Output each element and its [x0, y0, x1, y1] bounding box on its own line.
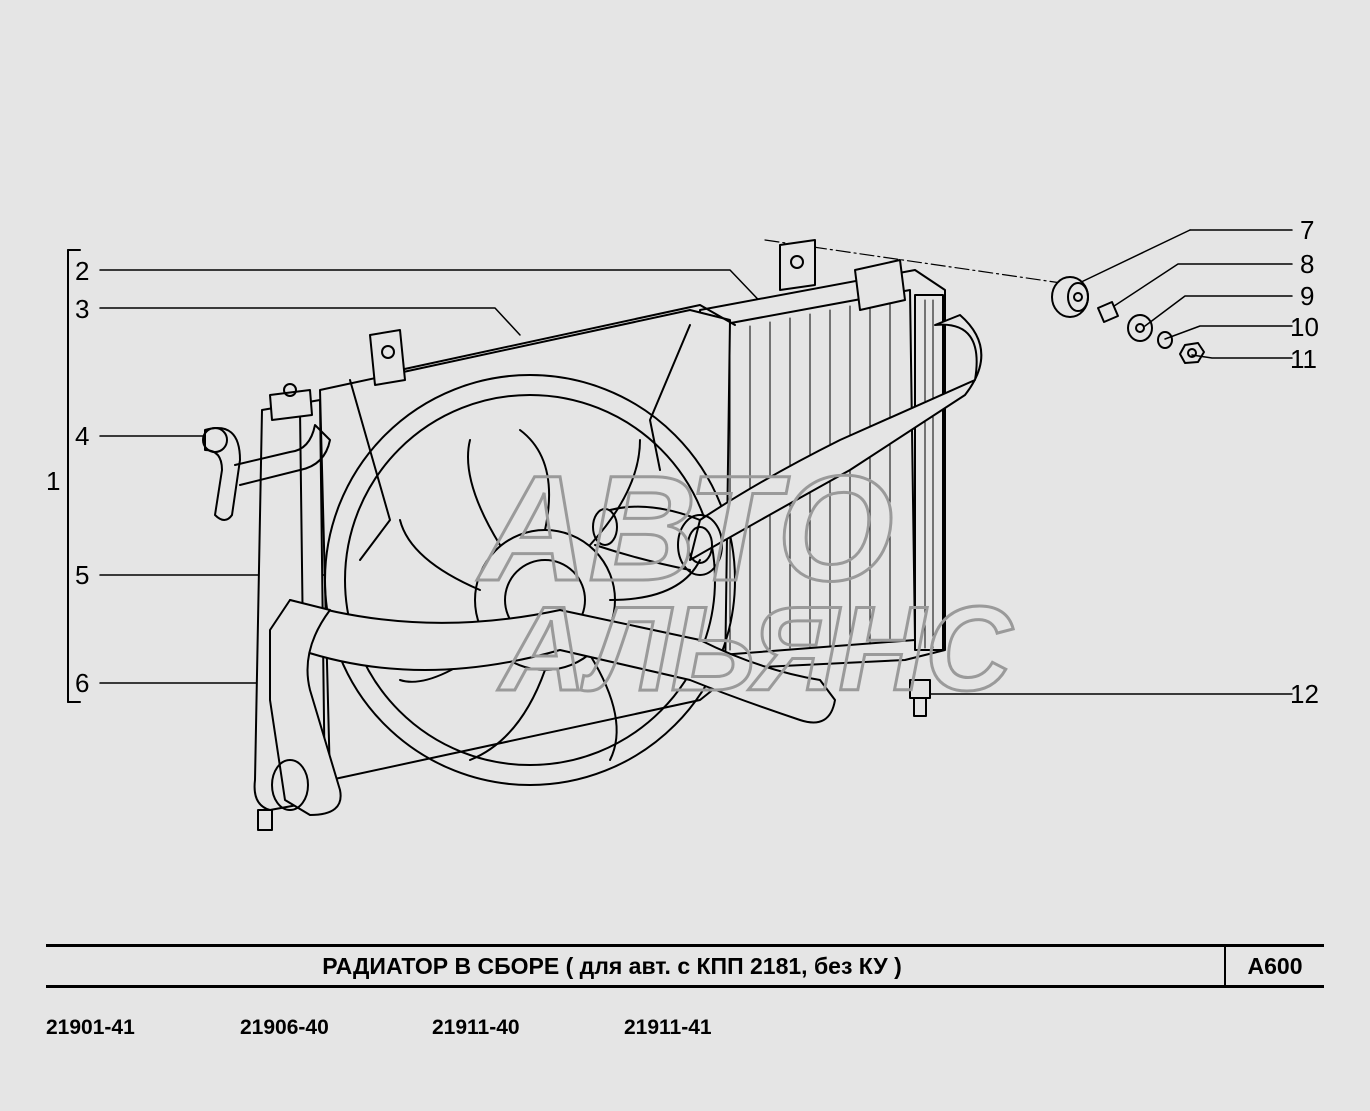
leader-lines — [99, 229, 1293, 695]
title-divider — [1224, 947, 1226, 985]
callout-4: 4 — [75, 421, 90, 451]
model-3: 21911-40 — [432, 1016, 520, 1039]
model-2: 21906-40 — [240, 1016, 329, 1039]
drain-plug — [909, 679, 931, 717]
callout-3: 3 — [75, 294, 90, 324]
watermark-line-2: АЛЬЯНС — [497, 582, 1014, 716]
callout-5: 5 — [75, 560, 90, 590]
callout-11: 11 — [1290, 344, 1317, 374]
diagram-title: РАДИАТОР В СБОРЕ ( для авт. с КПП 2181, … — [322, 952, 902, 979]
callout-9: 9 — [1300, 281, 1315, 311]
lower-hose — [269, 599, 836, 816]
title-block: РАДИАТОР В СБОРЕ ( для авт. с КПП 2181, … — [46, 944, 1324, 988]
small-hose — [202, 424, 331, 521]
callout-8: 8 — [1300, 249, 1315, 279]
nut — [1179, 342, 1205, 364]
assembly-bracket — [67, 249, 81, 703]
spring-washer — [1157, 331, 1173, 349]
diagram-code: A600 — [1247, 952, 1303, 979]
radiator-assembly-drawing: АВТО АЛЬЯНС — [67, 229, 1293, 831]
top-brackets — [269, 239, 906, 421]
mounting-cushion — [1051, 276, 1089, 318]
callout-2: 2 — [75, 256, 90, 286]
washer — [1127, 314, 1153, 342]
callout-1: 1 — [46, 466, 61, 496]
callout-7: 7 — [1300, 215, 1315, 245]
axis-line — [764, 239, 1076, 286]
model-4: 21911-41 — [624, 1016, 712, 1039]
callout-6: 6 — [75, 668, 90, 698]
callout-12: 12 — [1290, 679, 1319, 709]
watermark-line-1: АВТО — [476, 444, 894, 612]
callout-10: 10 — [1290, 312, 1319, 342]
upper-hose — [592, 314, 983, 576]
bushing — [1097, 301, 1119, 323]
watermark: АВТО АЛЬЯНС — [475, 443, 1016, 718]
model-1: 21901-41 — [46, 1016, 135, 1039]
